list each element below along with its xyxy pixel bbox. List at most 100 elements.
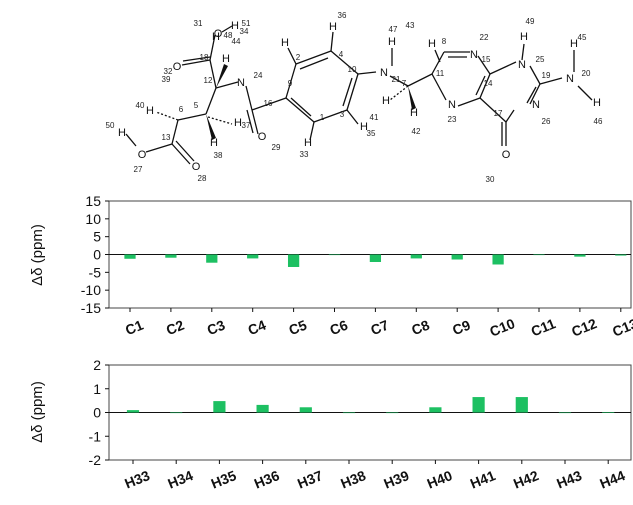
c1-bar-c9 bbox=[451, 254, 463, 260]
c2-category-h37: H37 bbox=[295, 467, 325, 492]
c2-category-h38: H38 bbox=[338, 467, 368, 492]
atom-number: 40 bbox=[136, 101, 145, 110]
atom-number: 42 bbox=[412, 127, 421, 136]
atom-number: 10 bbox=[348, 65, 357, 74]
atom-number: 7 bbox=[402, 79, 407, 88]
atom-number: 49 bbox=[526, 17, 535, 26]
carbon-ylabel: Δδ (ppm) bbox=[29, 224, 46, 286]
c1-category-c2: C2 bbox=[164, 317, 187, 339]
atom-number: 16 bbox=[264, 99, 273, 108]
atom-number: 30 bbox=[486, 175, 495, 184]
atom-a-h38: H bbox=[210, 137, 218, 149]
atom-number: 44 bbox=[232, 37, 241, 46]
c2-category-h33: H33 bbox=[122, 467, 152, 492]
atom-number: 34 bbox=[240, 27, 249, 36]
atom-a-h46: H bbox=[593, 97, 601, 109]
c2-bar-h39 bbox=[386, 412, 399, 414]
atom-number: 36 bbox=[338, 11, 347, 20]
atom-number: 37 bbox=[242, 121, 251, 130]
atom-number: 41 bbox=[370, 113, 379, 122]
c1-bar-c1 bbox=[124, 254, 136, 259]
atom-number: 48 bbox=[224, 31, 233, 40]
atom-a-o27: O bbox=[138, 149, 147, 161]
atom-a-h40: H bbox=[146, 105, 154, 117]
atom-number: 4 bbox=[339, 50, 344, 59]
c1-category-c9: C9 bbox=[450, 317, 473, 339]
atom-a-o29: O bbox=[258, 131, 267, 143]
atom-a-n24: N bbox=[237, 77, 245, 89]
atom-a-n20: N bbox=[566, 73, 574, 85]
atom-number: 28 bbox=[198, 174, 207, 183]
c1-bar-c11 bbox=[533, 254, 545, 256]
atom-number: 18 bbox=[200, 53, 209, 62]
atom-a-n21: N bbox=[380, 67, 388, 79]
c1-category-c7: C7 bbox=[368, 317, 391, 339]
atom-number: 43 bbox=[406, 21, 415, 30]
atom-a-h41: H bbox=[382, 95, 390, 107]
c2-category-h42: H42 bbox=[511, 467, 541, 492]
atom-number: 19 bbox=[542, 71, 551, 80]
c1-bar-c13 bbox=[615, 254, 627, 256]
c1-category-c12: C12 bbox=[569, 315, 599, 340]
c1-category-c8: C8 bbox=[409, 317, 432, 339]
atom-number: 29 bbox=[272, 143, 281, 152]
atom-a-n26: N bbox=[532, 99, 540, 111]
c2-ytick-label: 1 bbox=[93, 381, 101, 397]
c1-ytick-label: 15 bbox=[85, 193, 101, 209]
c1-category-c1: C1 bbox=[123, 317, 146, 339]
c2-category-h43: H43 bbox=[554, 467, 584, 492]
molecule-structure bbox=[125, 25, 593, 165]
atom-number: 8 bbox=[442, 37, 447, 46]
atom-number: 22 bbox=[480, 33, 489, 42]
atom-number: 25 bbox=[536, 55, 545, 64]
c2-bar-h41 bbox=[472, 397, 485, 413]
c1-ytick-label: -15 bbox=[81, 300, 101, 316]
atom-a-h25: H bbox=[520, 31, 528, 43]
c1-bar-c3 bbox=[206, 254, 218, 263]
c2-bar-h35 bbox=[213, 401, 226, 413]
atom-a-h37: H bbox=[234, 117, 242, 129]
atom-number: 46 bbox=[594, 117, 603, 126]
atom-a-n23: N bbox=[448, 99, 456, 111]
atom-a-h45: H bbox=[570, 38, 578, 50]
atom-number: 26 bbox=[542, 117, 551, 126]
c1-bar-c2 bbox=[165, 254, 177, 258]
atom-a-h21: H bbox=[388, 36, 396, 48]
atom-number: 3 bbox=[340, 110, 345, 119]
atom-number: 12 bbox=[204, 76, 213, 85]
c2-category-h35: H35 bbox=[209, 467, 239, 492]
atom-number: 38 bbox=[214, 151, 223, 160]
c2-bar-h44 bbox=[602, 412, 615, 413]
c2-ytick-label: -1 bbox=[89, 428, 102, 444]
atom-a-h24: H bbox=[212, 31, 220, 43]
c2-ytick-label: 2 bbox=[93, 357, 101, 373]
c2-bar-h37 bbox=[299, 407, 312, 413]
atom-a-h35: H bbox=[360, 121, 368, 133]
atom-a-h44: H bbox=[222, 53, 230, 65]
atom-number: 45 bbox=[578, 33, 587, 42]
c2-bar-h34 bbox=[170, 412, 183, 414]
atom-number: 21 bbox=[392, 75, 401, 84]
c1-category-c4: C4 bbox=[246, 317, 269, 339]
atom-number: 23 bbox=[448, 115, 457, 124]
c1-category-c5: C5 bbox=[286, 317, 309, 339]
atom-a-h50: H bbox=[118, 127, 126, 139]
c1-bar-c8 bbox=[410, 254, 422, 259]
c1-category-c3: C3 bbox=[205, 317, 228, 339]
atom-a-o30: O bbox=[502, 149, 511, 161]
atom-number: 50 bbox=[106, 121, 115, 130]
atom-number: 17 bbox=[494, 109, 503, 118]
atom-number: 20 bbox=[582, 69, 591, 78]
c2-category-h36: H36 bbox=[252, 467, 282, 492]
atom-number: 11 bbox=[436, 69, 445, 78]
atom-a-n25: N bbox=[518, 59, 526, 71]
atom-number: 32 bbox=[164, 67, 173, 76]
atom-number: 14 bbox=[484, 79, 493, 88]
c2-ytick-label: -2 bbox=[89, 452, 102, 468]
atom-number: 9 bbox=[288, 79, 293, 88]
